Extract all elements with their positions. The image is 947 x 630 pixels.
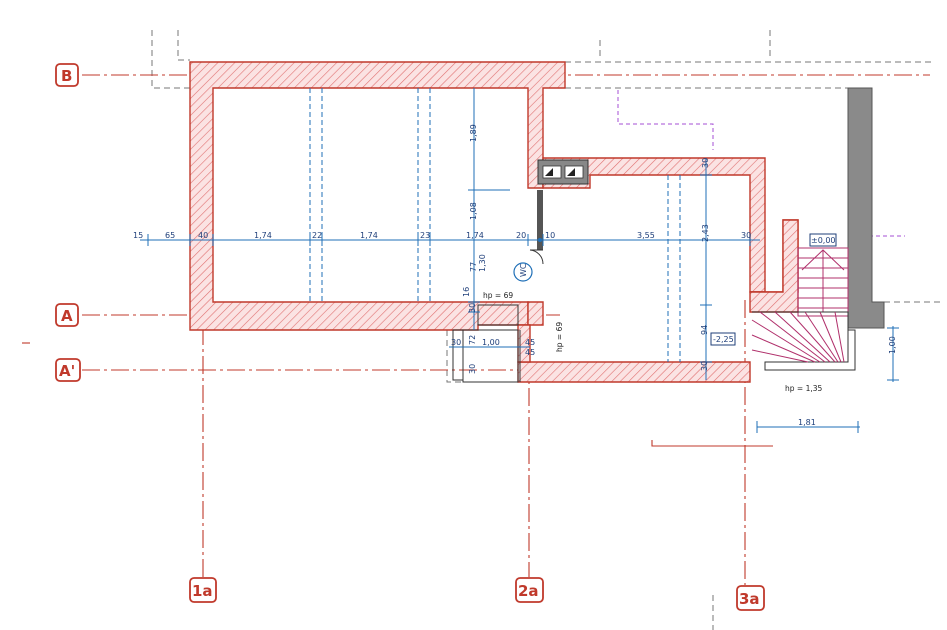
axis-label-a: A xyxy=(55,303,79,327)
axis-a-prime-text: A' xyxy=(59,362,75,380)
dim-10: 10 xyxy=(545,231,555,240)
solid-wall-right xyxy=(847,87,885,329)
annotations: hp = 69 hp = 69 hp = 1,35 -2,25 ±0,00 xyxy=(483,233,837,393)
axis-2a-text: 2a xyxy=(518,582,539,600)
dim-77: 77 xyxy=(469,262,478,272)
wc-label: WC xyxy=(519,263,528,277)
dim-3-55: 3,55 xyxy=(637,231,655,240)
dashed-partitions xyxy=(309,88,681,362)
dimension-chain-horizontal xyxy=(140,234,860,433)
axis-1a-text: 1a xyxy=(192,582,213,600)
level-minus-2-25: -2,25 xyxy=(713,335,734,344)
axis-label-1a: 1a xyxy=(189,577,217,603)
dim-30-horiz: 30 xyxy=(451,338,461,347)
dim-30-bottom: 30 xyxy=(468,364,477,374)
dim-1-08: 1,08 xyxy=(469,202,478,220)
hp-69-a: hp = 69 xyxy=(483,291,513,300)
dim-1-74-c: 1,74 xyxy=(466,231,484,240)
dim-45-b: 45 xyxy=(525,348,535,357)
axis-3a-text: 3a xyxy=(739,590,760,608)
dim-22: 22 xyxy=(312,231,322,240)
level-zero: ±0,00 xyxy=(811,236,836,245)
axis-label-2a: 2a xyxy=(515,577,544,603)
dim-72: 72 xyxy=(468,335,477,345)
dim-1-00-vert: 1,00 xyxy=(888,336,897,354)
dimension-chain-vertical xyxy=(449,88,899,382)
dim-30-bottom-right: 30 xyxy=(700,361,709,371)
dim-1-00-horiz: 1,00 xyxy=(482,338,500,347)
dim-40: 40 xyxy=(198,231,208,240)
dim-1-30: 1,30 xyxy=(478,254,487,272)
dimension-labels: 15 65 40 1,74 22 1,74 23 1,74 20 10 3,55… xyxy=(133,124,897,427)
openings xyxy=(452,249,544,383)
dim-16: 16 xyxy=(462,287,471,297)
chimney-block xyxy=(537,159,589,185)
dim-20: 20 xyxy=(516,231,526,240)
partition-wall xyxy=(537,190,543,250)
dim-30-top: 30 xyxy=(701,158,710,168)
axis-label-a-prime: A' xyxy=(55,358,81,382)
dim-1-81: 1,81 xyxy=(798,418,816,427)
axis-b-text: B xyxy=(61,67,72,85)
axis-label-3a: 3a xyxy=(736,585,765,611)
wc-symbol: WC xyxy=(513,262,533,282)
hp-69-b: hp = 69 xyxy=(555,322,564,352)
hp-1-35: hp = 1,35 xyxy=(785,384,822,393)
dim-30-right: 30 xyxy=(741,231,751,240)
dim-65: 65 xyxy=(165,231,175,240)
dim-15: 15 xyxy=(133,231,143,240)
dim-30-vert: 30 xyxy=(468,303,477,313)
axis-a-text: A xyxy=(61,307,73,325)
dim-94: 94 xyxy=(700,325,709,335)
dim-1-89: 1,89 xyxy=(469,124,478,142)
dim-2-43: 2,43 xyxy=(701,224,710,242)
dim-1-74-b: 1,74 xyxy=(360,231,378,240)
dim-23: 23 xyxy=(420,231,430,240)
dim-45-a: 45 xyxy=(525,338,535,347)
axis-label-b: B xyxy=(55,63,79,87)
staircase xyxy=(751,247,856,371)
dim-1-74-a: 1,74 xyxy=(254,231,272,240)
